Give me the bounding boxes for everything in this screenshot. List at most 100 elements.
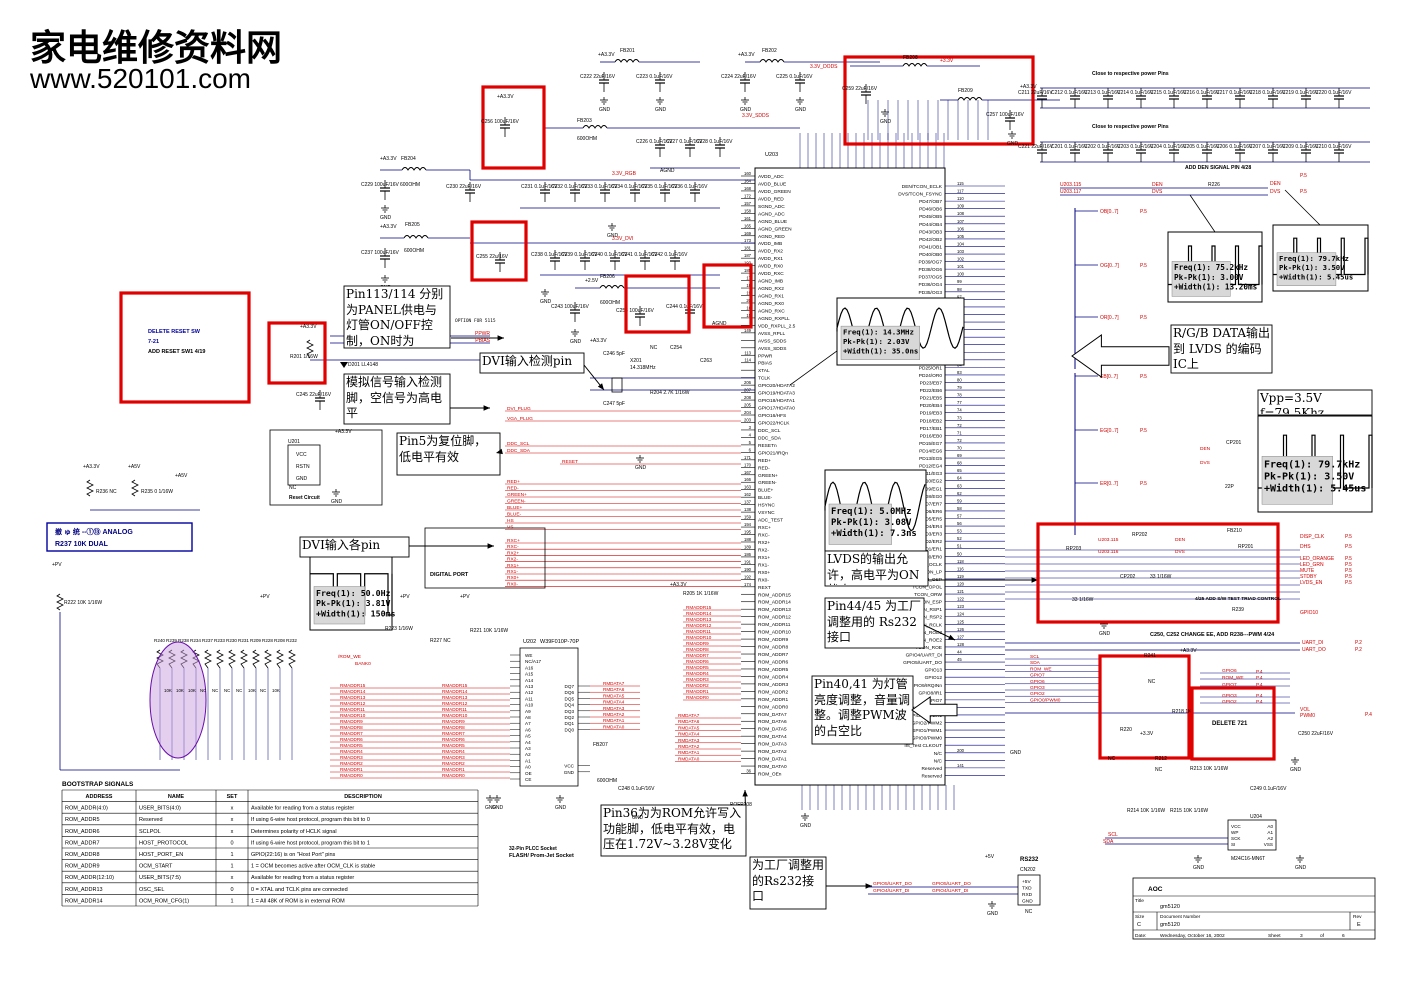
- resistor-label: R228: [262, 638, 273, 643]
- u203-pin-name: PD13/EG5: [919, 456, 942, 462]
- table-cell: ROM_ADDR7: [65, 840, 100, 846]
- resistor-label: R235 0 1/16W: [141, 489, 173, 495]
- ferrite-value: 600OHM: [600, 300, 620, 306]
- table-cell: 1 = All 48K of ROM is in external ROM: [251, 898, 345, 904]
- scope-pkpk: Pk-Pk(1): 2.03V: [843, 337, 910, 346]
- u203-pin-number: 83: [957, 370, 962, 375]
- u203-pin-number: 107: [957, 219, 965, 224]
- u203-pin-name: TCON_ESP: [916, 600, 942, 606]
- panel-power-note: [343, 285, 451, 349]
- u203-pin-name: PD10/EG2: [919, 479, 942, 485]
- highlight-c258: [624, 274, 691, 334]
- inductor: [614, 59, 640, 63]
- u203-pin-name: ROM_DATA1: [758, 757, 787, 763]
- u203-pin-number: 5: [749, 440, 752, 445]
- ferrite-label: FB207: [593, 742, 608, 748]
- u203-pin-number: 77: [957, 400, 962, 405]
- u203-pin-number: 68: [957, 461, 962, 466]
- u203-pin-name: GREEN-: [758, 480, 777, 486]
- net-label: /ROM_WE: [338, 654, 361, 660]
- ferrite-label: FB202: [762, 48, 777, 54]
- of-value: 6: [1342, 933, 1345, 939]
- arrow-head: [597, 383, 604, 390]
- u203-pin-name: TCON_ROE: [915, 645, 942, 651]
- u203-pin-number: 205: [744, 403, 752, 408]
- table-cell: ROM_ADDR(12:10): [65, 875, 114, 881]
- agnd-label: AGND: [712, 321, 727, 327]
- rs232-pin: TXD: [1022, 886, 1032, 892]
- net-label: GPIO5/UART_DO: [932, 881, 971, 887]
- ground-label: GND: [607, 233, 619, 239]
- u202-pin: A5: [525, 734, 531, 739]
- u203-pin-name: RX1+: [758, 555, 770, 561]
- annotation-text-holder: DVI输入检测pin: [482, 354, 572, 368]
- u203-pin-name: ROM_DATA3: [758, 742, 787, 748]
- supply-label: +A3.3V: [598, 52, 615, 58]
- u203-pin-name: N/C: [934, 758, 943, 764]
- u203-pin-name: RXC+: [758, 525, 771, 531]
- u203-pin-number: 113: [744, 350, 751, 355]
- capacitor-label: C236 0.1uF/16V: [671, 184, 708, 190]
- ground-label: GND: [599, 107, 611, 113]
- capacitor-label: C232 0.1uF/16V: [551, 184, 588, 190]
- ground-label: GND: [1099, 631, 1111, 637]
- u203-pin-name: GPIO4/UART_DI: [906, 653, 942, 659]
- delete-note: DELETE RESET SW: [148, 329, 201, 335]
- capacitor-label: C257 100uF/16V: [986, 112, 1024, 118]
- u203-pin-name: AGND_RED: [758, 234, 785, 240]
- u203-pin-number: 116: [957, 566, 964, 571]
- capacitor-label: C210 0.1uF/16V: [1315, 144, 1352, 150]
- scope-width: +Width(1): 35.0ns: [843, 346, 918, 355]
- u203-pin-name: AVDD_RX0: [758, 264, 783, 270]
- u203-pin-number: 124: [957, 612, 965, 617]
- page-ref: P.5: [1345, 580, 1352, 586]
- net-label: RMADDR2: [686, 683, 709, 688]
- u203-pin-name: AVSS_SDDS: [758, 338, 786, 344]
- page-ref: P.5: [1140, 209, 1147, 215]
- u203-pin-name: ROM_ADDR5: [758, 667, 788, 673]
- table-cell: Available for reading from a status regi…: [251, 806, 354, 812]
- nc-label: NC: [1155, 767, 1163, 773]
- resistor-label: R240: [154, 638, 165, 643]
- capacitor-label: C248 0.1uF/16V: [618, 786, 655, 792]
- u203-pin-name: GPIO20/HDATA2: [758, 383, 795, 389]
- u203-pin-name: ROM_ADDR8: [758, 645, 788, 651]
- ground-label: GND: [795, 107, 807, 113]
- u203-pin-number: 72: [957, 438, 962, 443]
- u203-pin-number: 19: [746, 291, 751, 296]
- u203-pin-number: 195: [744, 530, 752, 535]
- highlight-lvds-control: [1036, 522, 1280, 624]
- u203-pin-name: AGND_BLUE: [758, 219, 787, 225]
- ferrite-label: FB210: [1227, 528, 1242, 534]
- rs232-note: [749, 856, 827, 910]
- rom-write-note-text: Pin36为为ROM允许写入功能脚，低电平有效，电压在1.72V~3.28V变化: [603, 806, 742, 852]
- u203-pin-name: ROM_ADDR3: [758, 682, 788, 688]
- doc-value: gm5120: [1160, 922, 1180, 928]
- resistor: [276, 649, 284, 669]
- u203-pin-number: 200: [957, 748, 965, 753]
- net-label: DVS: [1200, 460, 1210, 466]
- u203-pin-name: PD6/ER6: [922, 509, 942, 515]
- capacitor-label: C222 22uF/16V: [580, 74, 616, 80]
- u204-pin: VCC: [1231, 824, 1241, 829]
- arrow-head: [487, 543, 494, 549]
- u203-pin-name: GPIO8/IR1: [919, 690, 943, 696]
- schematic-body: 家电维修资料网www.520101.comU203GM2120PQFP208AV…: [29, 27, 1376, 940]
- bus-label: OB[0..7]: [1100, 209, 1119, 215]
- net-label: RMADDR5: [340, 743, 363, 748]
- u203-pin-name: ROM_ADDR1: [758, 697, 788, 703]
- table-cell: ROM_ADDR5: [65, 817, 100, 823]
- u203-pin-name: ROM_ADDR13: [758, 607, 791, 613]
- ground-label: GND: [485, 805, 497, 811]
- u203-pin-number: 157: [744, 201, 752, 206]
- table-cell: If using 6-wire host protocol, program t…: [251, 817, 370, 823]
- inductor: [401, 167, 427, 171]
- title-label: Title: [1135, 898, 1144, 904]
- u203-pin-name: ROM_DATA5: [758, 727, 787, 733]
- net-label: RX1-: [507, 569, 518, 575]
- net-label: RMADDR14: [340, 689, 366, 694]
- capacitor-label: C249 0.1uF/16V: [1250, 786, 1287, 792]
- u203-pin-number: 207: [744, 388, 752, 393]
- delete-reset-box: [119, 291, 251, 404]
- u203-pin-name: ROM_DATA7: [758, 712, 787, 718]
